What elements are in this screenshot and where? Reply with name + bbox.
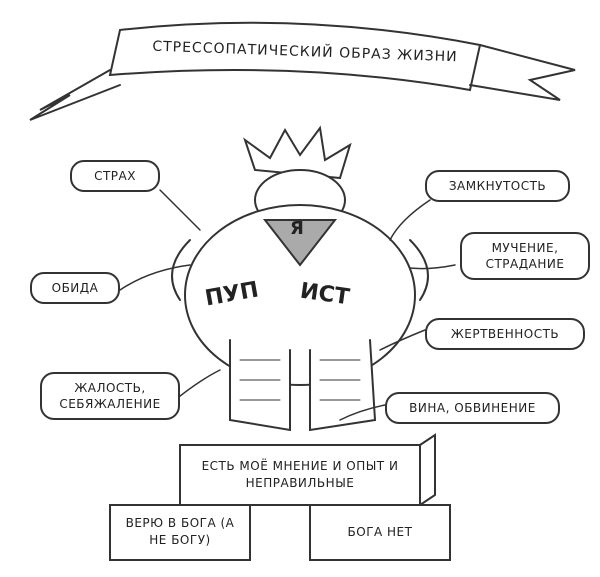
bubble-pity: ЖАЛОСТЬ, СЕБЯЖАЛЕНИЕ xyxy=(40,372,180,420)
bubble-suffering: МУЧЕНИЕ, СТРАДАНИЕ xyxy=(460,232,590,280)
bubble-fear: СТРАХ xyxy=(70,160,160,192)
pedestal xyxy=(109,433,451,561)
title-banner xyxy=(29,21,576,121)
figure xyxy=(171,169,429,432)
bubble-isolation: ЗАМКНУТОСТЬ xyxy=(425,170,570,202)
bubble-sacrifice: ЖЕРТВЕННОСТЬ xyxy=(425,318,585,350)
bubble-guilt: ВИНА, ОБВИНЕНИЕ xyxy=(385,392,560,424)
pedestal-left-text: ВЕРЮ В БОГА (А НЕ БОГУ) xyxy=(125,516,235,547)
crown-icon xyxy=(243,125,352,180)
chest-letter: Я xyxy=(290,218,304,239)
pedestal-top-text: ЕСТЬ МОЁ МНЕНИЕ И ОПЫТ И НЕПРАВИЛЬНЫЕ xyxy=(201,459,399,490)
pedestal-right-text: БОГА НЕТ xyxy=(347,525,413,539)
connectors xyxy=(119,189,456,421)
bubble-resentment: ОБИДА xyxy=(30,272,120,304)
